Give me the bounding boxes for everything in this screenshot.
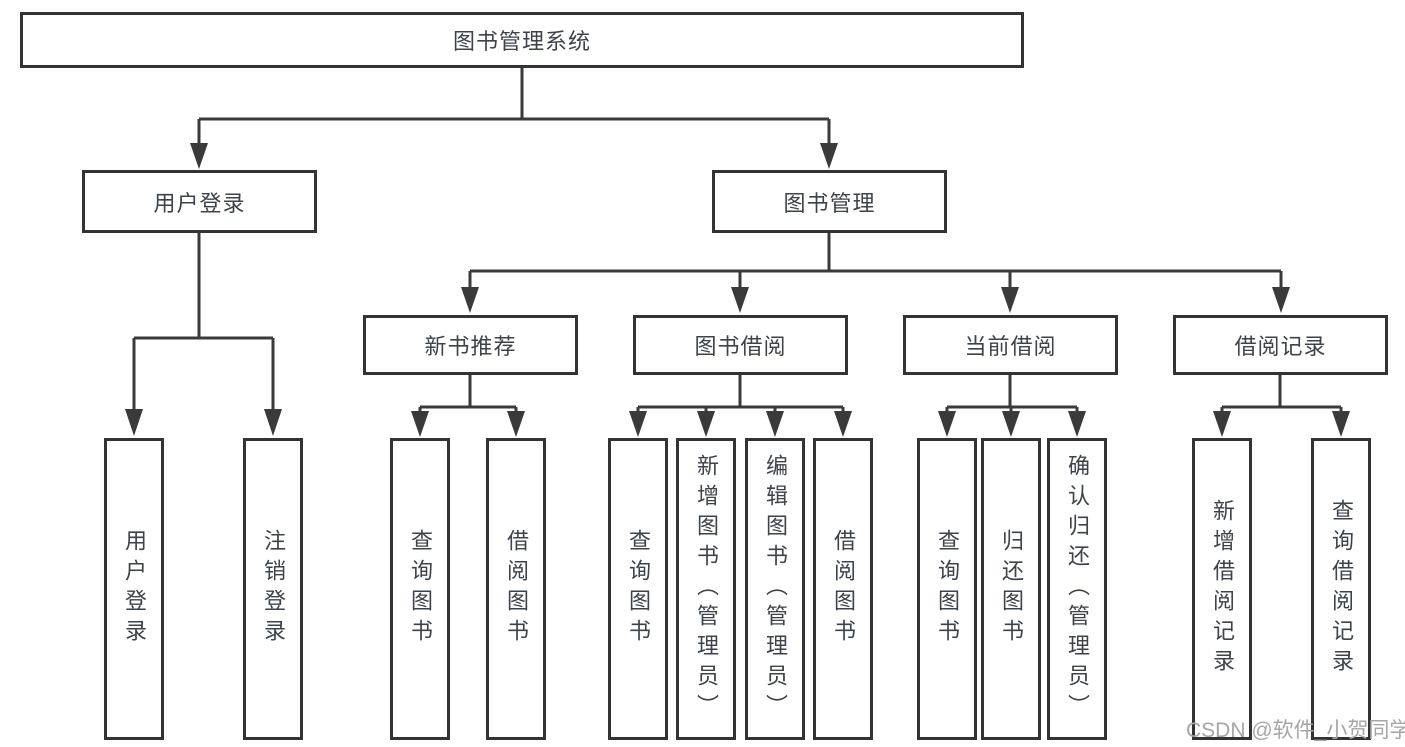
node-query-books-borrow: 查询图书 (608, 438, 668, 740)
node-borrow-books-recommend: 借阅图书 (486, 438, 546, 740)
node-borrowing-records: 借阅记录 (1173, 315, 1388, 375)
node-root: 图书管理系统 (20, 12, 1024, 68)
node-user-login-label: 用户登录 (153, 190, 246, 216)
node-book-management-label: 图书管理 (783, 190, 876, 216)
node-user-login: 用户登录 (82, 170, 317, 233)
node-query-books-current-label: 查询图书 (935, 529, 960, 649)
node-query-books-current: 查询图书 (917, 438, 977, 740)
node-logout: 注销登录 (243, 438, 303, 740)
node-root-label: 图书管理系统 (452, 29, 591, 54)
node-book-management: 图书管理 (712, 170, 947, 233)
node-query-books-recommend: 查询图书 (390, 438, 450, 740)
node-user-login-leaf: 用户登录 (104, 438, 164, 740)
node-confirm-return-admin-label: 确认归还（管理员） (1065, 454, 1090, 724)
node-book-borrowing: 图书借阅 (633, 315, 848, 375)
node-query-books-borrow-label: 查询图书 (626, 529, 651, 649)
node-borrowing-records-label: 借阅记录 (1234, 334, 1327, 359)
node-add-borrow-record-label: 新增借阅记录 (1210, 499, 1235, 679)
node-current-borrowing-label: 当前借阅 (964, 334, 1057, 359)
node-query-borrow-record-label: 查询借阅记录 (1329, 499, 1354, 679)
node-borrow-books-recommend-label: 借阅图书 (504, 529, 529, 649)
node-add-borrow-record: 新增借阅记录 (1192, 438, 1252, 740)
node-query-borrow-record: 查询借阅记录 (1311, 438, 1371, 740)
node-confirm-return-admin: 确认归还（管理员） (1047, 438, 1107, 740)
node-book-borrowing-label: 图书借阅 (694, 334, 787, 359)
node-return-books-label: 归还图书 (999, 529, 1024, 649)
csdn-watermark: CSDN @软件_小贺同学 (1186, 719, 1405, 742)
node-add-books-admin: 新增图书（管理员） (676, 438, 736, 740)
node-return-books: 归还图书 (981, 438, 1041, 740)
node-edit-books-admin-label: 编辑图书（管理员） (763, 454, 788, 724)
node-current-borrowing: 当前借阅 (903, 315, 1118, 375)
node-new-book-recommendation-label: 新书推荐 (424, 334, 517, 359)
node-add-books-admin-label: 新增图书（管理员） (694, 454, 719, 724)
node-borrow-books: 借阅图书 (813, 438, 873, 740)
node-new-book-recommendation: 新书推荐 (363, 315, 578, 375)
node-logout-label: 注销登录 (261, 529, 286, 649)
node-borrow-books-label: 借阅图书 (831, 529, 856, 649)
node-query-books-recommend-label: 查询图书 (408, 529, 433, 649)
node-edit-books-admin: 编辑图书（管理员） (745, 438, 805, 740)
node-user-login-leaf-label: 用户登录 (122, 529, 147, 649)
